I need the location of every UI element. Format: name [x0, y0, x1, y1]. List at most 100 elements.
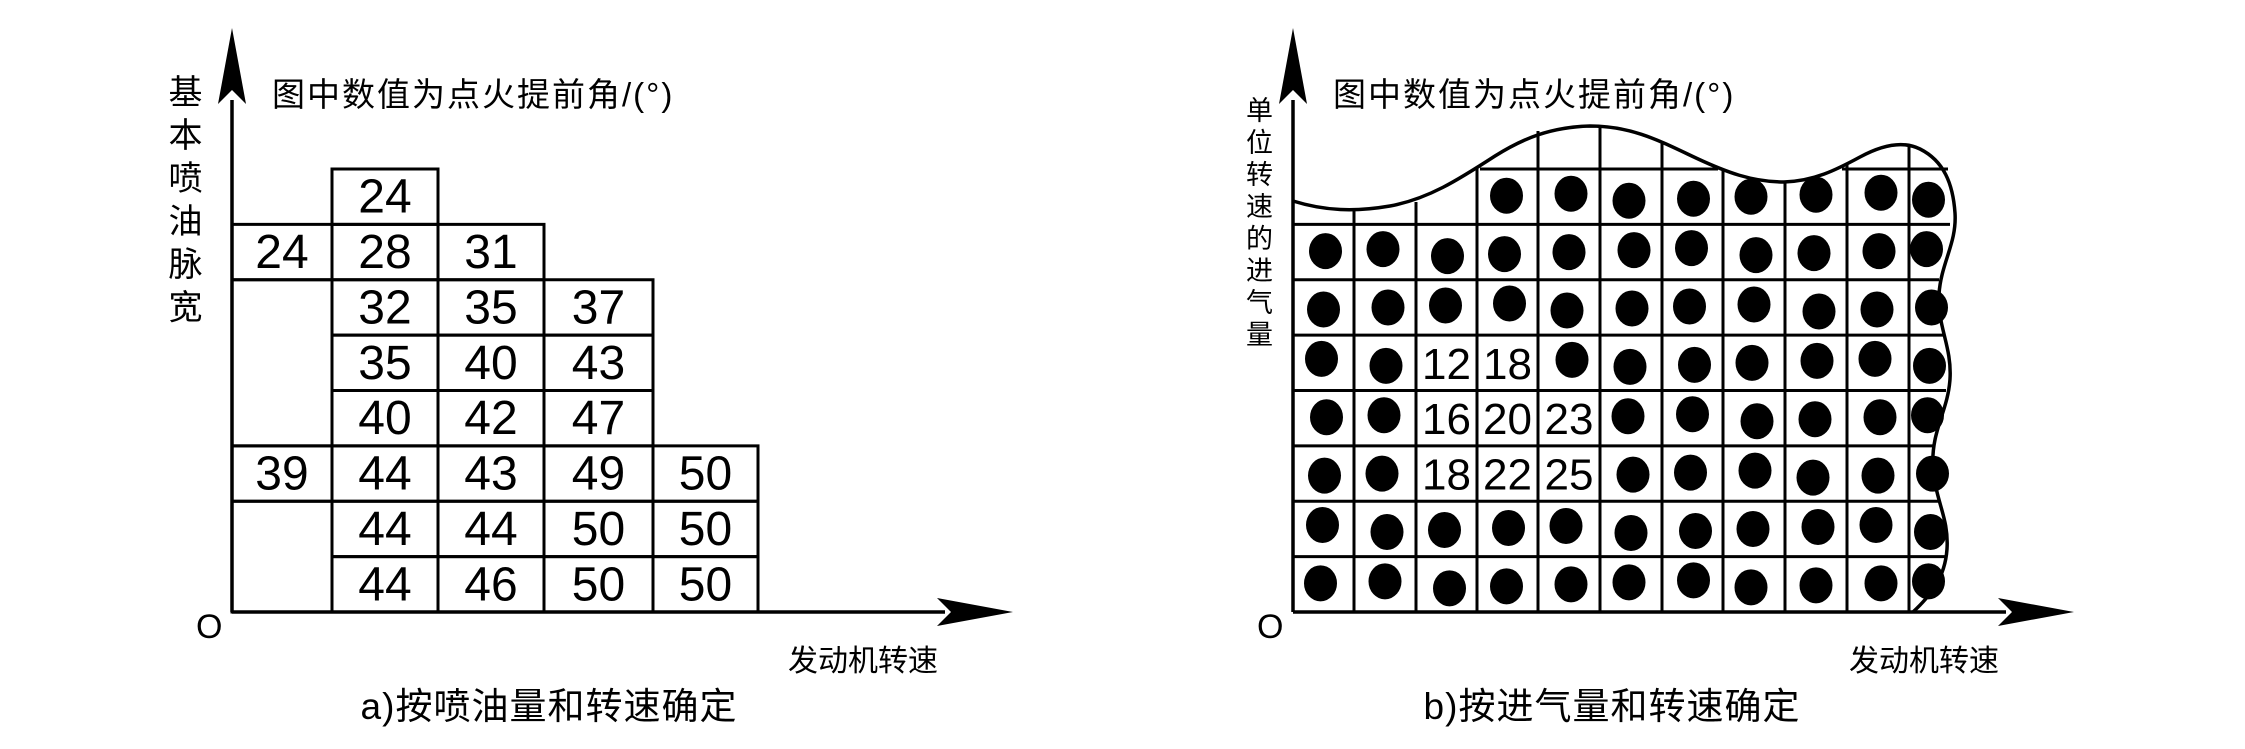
map-point-dot: [1910, 231, 1943, 268]
cell-value: 44: [358, 448, 411, 501]
map-point-dot: [1914, 513, 1947, 550]
map-point-dot: [1554, 566, 1588, 603]
map-point-dot: [1304, 565, 1337, 602]
map-point-dot: [1433, 570, 1466, 607]
cell-value: 18: [1422, 451, 1471, 500]
map-point-dot: [1615, 290, 1649, 327]
map-point-dot: [1493, 285, 1526, 322]
cell-value: 24: [358, 171, 411, 224]
map-point-dot: [1913, 347, 1946, 384]
map-point-dot: [1799, 176, 1833, 213]
cell-value: 20: [1483, 395, 1532, 444]
map-point-dot: [1797, 235, 1831, 272]
map-point-dot: [1305, 340, 1338, 377]
map-point-dot: [1371, 289, 1405, 326]
chart-b-title: 图中数值为点火提前角/(°): [1333, 76, 1736, 113]
chart-b-y-axis-label: 单位转速的进气量: [1242, 96, 1272, 352]
map-point-dot: [1800, 342, 1834, 379]
map-point-dot: [1739, 237, 1773, 274]
chart-a-caption: a)按喷油量和转速确定: [360, 686, 738, 727]
cell-value: 50: [679, 558, 732, 611]
cell-value: 47: [572, 392, 625, 445]
cell-value: 50: [572, 503, 625, 556]
map-point-dot: [1679, 512, 1712, 549]
map-point-dot: [1365, 455, 1399, 492]
chart-b-x-axis-label: 发动机转速: [1849, 645, 1999, 678]
axis-arrowhead: [1998, 598, 2074, 626]
map-point-dot: [1799, 567, 1833, 604]
map-point-dot: [1492, 509, 1525, 546]
chart-a-origin-label: O: [196, 608, 223, 646]
cell-value: 18: [1483, 340, 1532, 389]
cell-value: 46: [464, 558, 517, 611]
chart-a-x-axis-label: 发动机转速: [788, 645, 938, 678]
map-point-dot: [1554, 175, 1588, 212]
map-point-dot: [1306, 506, 1339, 543]
map-point-dot: [1862, 233, 1896, 270]
map-point-dot: [1677, 562, 1710, 599]
cell-value: 35: [358, 337, 411, 390]
map-point-dot: [1611, 398, 1645, 435]
map-point-dot: [1864, 174, 1898, 211]
cell-value: 43: [464, 448, 517, 501]
map-point-dot: [1367, 397, 1401, 434]
axis-arrowhead: [937, 598, 1013, 626]
cell-value: 42: [464, 392, 517, 445]
map-point-dot: [1735, 344, 1769, 381]
map-point-dot: [1676, 396, 1709, 433]
chart-b-origin-label: O: [1257, 608, 1284, 646]
map-point-dot: [1428, 511, 1461, 548]
axis-arrowhead: [1279, 28, 1307, 104]
map-point-dot: [1912, 181, 1945, 218]
map-point-dot: [1370, 513, 1404, 550]
cell-value: 23: [1545, 395, 1594, 444]
map-point-dot: [1864, 565, 1898, 602]
cell-value: 37: [572, 281, 625, 334]
map-point-dot: [1308, 457, 1341, 494]
cell-value: 50: [679, 448, 732, 501]
cell-value: 44: [358, 558, 411, 611]
map-point-dot: [1369, 347, 1403, 384]
cell-value: 43: [572, 337, 625, 390]
map-point-dot: [1429, 287, 1462, 324]
map-point-dot: [1863, 399, 1897, 436]
chart-a-y-axis-label: 基本喷油脉宽: [163, 74, 201, 332]
axis-arrowhead: [218, 28, 246, 104]
map-point-dot: [1488, 236, 1521, 273]
map-point-dot: [1614, 514, 1648, 551]
map-point-dot: [1616, 456, 1650, 493]
map-point-dot: [1740, 403, 1774, 440]
map-point-dot: [1678, 346, 1711, 383]
map-point-dot: [1734, 178, 1768, 215]
map-point-dot: [1490, 568, 1523, 605]
map-point-dot: [1552, 234, 1586, 271]
map-point-dot: [1613, 348, 1647, 385]
map-point-dot: [1677, 180, 1710, 217]
cell-value: 35: [464, 281, 517, 334]
map-point-dot: [1550, 292, 1584, 329]
map-point-dot: [1911, 397, 1944, 434]
map-point-dot: [1612, 182, 1646, 219]
map-point-dot: [1738, 452, 1772, 489]
cell-value: 24: [255, 226, 308, 279]
cell-value: 40: [358, 392, 411, 445]
cell-value: 49: [572, 448, 625, 501]
cell-value: 25: [1545, 451, 1594, 500]
map-point-dot: [1309, 233, 1342, 270]
map-point-dot: [1431, 238, 1464, 275]
map-point-dot: [1673, 288, 1706, 325]
map-point-dot: [1912, 563, 1945, 600]
map-point-dot: [1675, 230, 1708, 267]
cell-value: 32: [358, 281, 411, 334]
map-point-dot: [1802, 293, 1836, 330]
cell-value: 12: [1422, 340, 1471, 389]
airflow-boundary-curve: [1292, 124, 1957, 614]
map-point-dot: [1736, 510, 1770, 547]
map-point-dot: [1549, 507, 1583, 544]
cell-value: 44: [464, 503, 517, 556]
grid-cell: [230, 499, 334, 614]
map-point-dot: [1368, 563, 1402, 600]
map-point-dot: [1310, 399, 1343, 436]
